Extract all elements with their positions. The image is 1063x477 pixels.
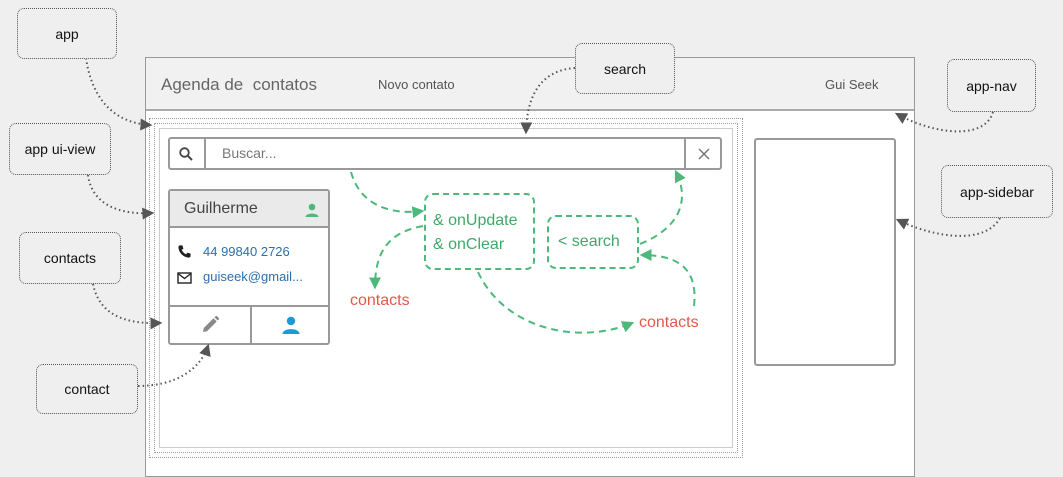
app-sidebar-connector — [895, 217, 1001, 237]
search-input[interactable]: Buscar... — [222, 145, 277, 161]
nav-brand[interactable]: Agenda de contatos — [161, 75, 317, 94]
contact-name: Guilherme — [184, 200, 258, 217]
close-icon[interactable] — [684, 137, 722, 170]
contacts-to-search-binding-arrow — [639, 249, 696, 307]
search-binding-to-bar-arrow — [639, 169, 686, 245]
person-icon[interactable] — [281, 315, 301, 340]
search-connector — [520, 67, 576, 135]
search-icon — [168, 137, 206, 170]
app-nav-connector — [894, 111, 994, 133]
handlers-to-contacts-arrow — [369, 225, 424, 290]
ui-view-inner-boundary — [154, 123, 738, 453]
callout-contact: contact — [36, 364, 138, 414]
card-footer-divider — [250, 306, 252, 344]
handlers-binding-box — [424, 193, 535, 270]
contacts-connector — [92, 283, 163, 330]
search-binding-label: < search — [558, 233, 620, 250]
app-ui-view-connector — [87, 174, 155, 220]
callout-contacts: contacts — [19, 232, 121, 284]
contacts-output-label-right: contacts — [639, 314, 699, 331]
on-update-binding-label: & onUpdate — [433, 212, 518, 229]
contacts-component-box — [159, 128, 733, 448]
nav-new-contact-link[interactable]: Novo contato — [378, 77, 455, 92]
mail-icon — [177, 271, 192, 289]
callout-app-nav: app-nav — [947, 59, 1036, 112]
app-nav-bar — [146, 58, 914, 111]
pencil-icon[interactable] — [200, 315, 220, 340]
callout-app-ui-view: app ui-view — [9, 123, 111, 175]
contact-email[interactable]: guiseek@gmail... — [203, 269, 303, 284]
contact-card-header — [170, 191, 328, 228]
search-to-handlers-arrow — [350, 171, 425, 219]
handlers-to-contacts-right-arrow — [477, 271, 635, 334]
callout-search: search — [575, 43, 675, 94]
contact-phone[interactable]: 44 99840 2726 — [203, 244, 290, 259]
on-clear-binding-label: & onClear — [433, 236, 505, 253]
ui-view-outer-boundary — [149, 118, 743, 458]
nav-user-link[interactable]: Gui Seek — [825, 77, 879, 92]
contact-card-footer — [170, 305, 328, 343]
search-binding-box — [547, 215, 639, 269]
contact-connector — [137, 343, 211, 387]
callout-app: app — [17, 8, 117, 59]
app-sidebar-box — [754, 138, 896, 366]
search-bar — [168, 137, 722, 170]
contacts-output-label-left: contacts — [350, 292, 410, 309]
phone-icon — [177, 244, 192, 264]
callout-app-sidebar: app-sidebar — [941, 165, 1053, 218]
app-connector — [85, 57, 153, 131]
person-icon — [304, 202, 320, 223]
